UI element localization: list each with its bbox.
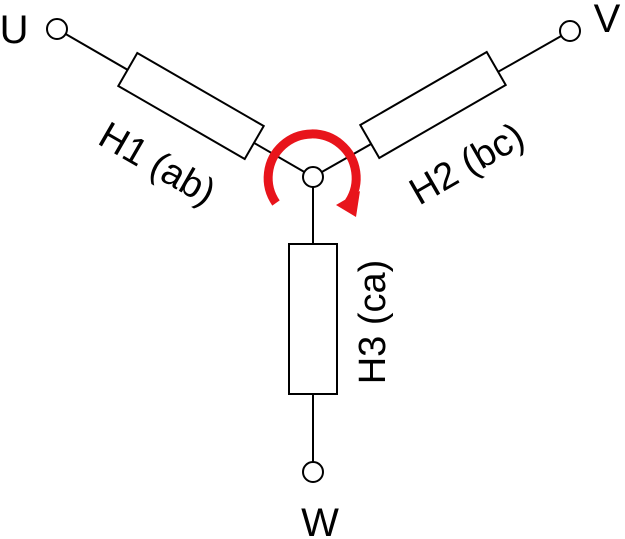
terminal-w-node bbox=[302, 461, 324, 483]
clockwise-rotation-arrow-icon bbox=[263, 129, 361, 217]
terminal-u-label: U bbox=[0, 8, 28, 52]
resistor-h3-label: H3 (ca) bbox=[352, 260, 394, 385]
resistor-h3 bbox=[288, 243, 338, 395]
terminal-u-node bbox=[46, 18, 68, 40]
terminal-v-node bbox=[559, 20, 581, 42]
star-point-node bbox=[302, 166, 324, 188]
resistor-h2 bbox=[358, 50, 508, 160]
resistor-h1 bbox=[116, 51, 266, 161]
terminal-v-label: V bbox=[594, 0, 621, 41]
terminal-w-label: W bbox=[301, 501, 339, 539]
